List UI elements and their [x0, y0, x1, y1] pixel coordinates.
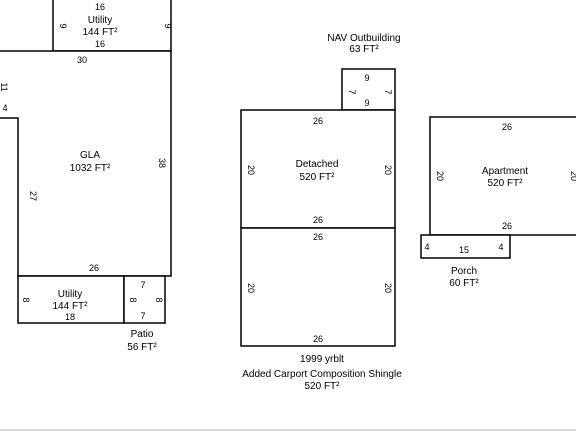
porch-dim-length: 15 — [459, 245, 469, 255]
apartment-dim-right: 20 — [569, 171, 576, 181]
utility-top-dim-bottom: 16 — [95, 39, 105, 49]
patio-dim-right: 8 — [154, 297, 164, 302]
patio-name: Patio — [131, 329, 154, 340]
apartment-dim-top: 26 — [502, 122, 512, 132]
nav-outbuilding-dim-top: 9 — [364, 73, 369, 83]
detached-dim-left: 20 — [246, 165, 256, 175]
carport-dim-top: 26 — [313, 232, 323, 242]
porch-area: 60 FT² — [449, 278, 479, 289]
utility-top-room: 16 Utility 144 FT² 16 9 9 — [52, 0, 173, 52]
detached-dim-top: 26 — [313, 116, 323, 126]
carport-area: 520 FT² — [304, 381, 340, 392]
nav-outbuilding-dim-left: 7 — [347, 89, 357, 94]
porch-name: Porch — [451, 266, 477, 277]
apartment-area: 520 FT² — [487, 178, 523, 189]
nav-outbuilding-dim-right: 7 — [383, 89, 393, 94]
patio-area: 56 FT² — [127, 342, 157, 353]
gla-dim-notch-b: 4 — [2, 103, 7, 113]
gla-dim-top: 30 — [77, 55, 87, 65]
detached-area: 520 FT² — [299, 172, 335, 183]
apartment-dim-bottom: 26 — [502, 221, 512, 231]
patio-room: 7 8 8 7 Patio 56 FT² — [123, 275, 166, 353]
utility-bottom-dim-bottom: 18 — [65, 312, 75, 322]
utility-top-name: Utility — [88, 15, 112, 26]
utility-top-dim-right: 9 — [163, 23, 173, 28]
gla-dim-bottom: 26 — [89, 263, 99, 273]
gla-dim-left-inner: 27 — [28, 191, 38, 201]
utility-top-area: 144 FT² — [82, 27, 118, 38]
gla-name: GLA — [80, 150, 100, 161]
utility-bottom-area: 144 FT² — [52, 301, 88, 312]
carport-description: Added Carport Composition Shingle — [242, 369, 402, 380]
porch-dim-left: 4 — [424, 242, 429, 252]
gla-dim-notch-a: 11 — [0, 82, 9, 91]
carport-year-built: 1999 yrblt — [300, 354, 344, 365]
patio-dim-bottom: 7 — [140, 311, 145, 321]
apartment-dim-left: 20 — [435, 171, 445, 181]
patio-dim-left: 8 — [128, 297, 138, 302]
nav-outbuilding-dim-bottom: 9 — [364, 98, 369, 108]
detached-dim-right: 20 — [383, 165, 393, 175]
utility-bottom-room: 8 Utility 144 FT² 18 — [17, 275, 125, 324]
gla-room: 30 11 4 GLA 1032 FT² 38 27 26 — [0, 50, 172, 277]
utility-bottom-dim-left: 8 — [21, 297, 31, 302]
carport-dim-bottom: 26 — [313, 334, 323, 344]
nav-outbuilding-name: NAV Outbuilding — [327, 33, 400, 44]
detached-room: 26 20 Detached 520 FT² 20 26 — [240, 109, 396, 229]
detached-name: Detached — [296, 159, 339, 170]
gla-dim-right: 38 — [157, 158, 167, 168]
apartment-name: Apartment — [482, 166, 528, 177]
nav-outbuilding-room: NAV Outbuilding 63 FT² 9 7 7 9 — [327, 33, 401, 111]
patio-dim-top: 7 — [140, 280, 145, 290]
utility-bottom-name: Utility — [58, 289, 82, 300]
nav-outbuilding-area: 63 FT² — [349, 44, 379, 55]
carport-dim-right: 20 — [383, 283, 393, 293]
utility-top-dim-left: 9 — [58, 23, 68, 28]
apartment-room: 26 20 Apartment 520 FT² 20 26 — [429, 116, 576, 236]
porch-dim-right: 4 — [498, 242, 503, 252]
gla-area: 1032 FT² — [70, 163, 111, 174]
porch-room: 4 15 4 Porch 60 FT² — [420, 234, 511, 289]
carport-room: 26 20 20 26 1999 yrblt Added Carport Com… — [240, 227, 402, 392]
utility-top-dim-top: 16 — [95, 2, 105, 12]
detached-dim-bottom: 26 — [313, 215, 323, 225]
carport-dim-left: 20 — [246, 283, 256, 293]
